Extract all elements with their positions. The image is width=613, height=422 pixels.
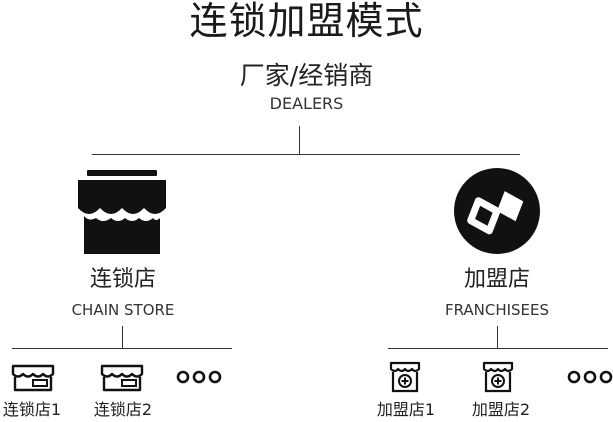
more-dots-icon (176, 370, 222, 384)
root-connector-vertical (299, 126, 300, 154)
store-small-icon (99, 363, 145, 393)
chain-store-child-label: 连锁店2 (93, 400, 153, 419)
franchisee-child-label: 加盟店1 (376, 400, 436, 419)
root-connector-horizontal (92, 154, 520, 155)
franchise-shop-icon (481, 360, 515, 394)
branch-chain-store-label-en: CHAIN STORE (71, 301, 175, 319)
chain-store-connector-horizontal (12, 348, 232, 349)
chain-store-connector-vertical (122, 326, 123, 348)
branch-franchisees-label-en: FRANCHISEES (444, 301, 550, 319)
franchisees-connector-vertical (497, 326, 498, 348)
branch-chain-store-label-zh: 连锁店 (89, 267, 156, 292)
storefront-awning-icon (76, 170, 168, 256)
more-dots-icon (567, 370, 613, 384)
store-small-icon (10, 363, 56, 393)
franchise-logo-icon (453, 167, 541, 255)
diagram-title: 连锁加盟模式 (189, 0, 424, 43)
franchisees-connector-horizontal (388, 348, 608, 349)
chain-store-child-label: 连锁店1 (2, 400, 62, 419)
franchisee-child-label: 加盟店2 (471, 400, 531, 419)
root-node-label-zh: 厂家/经销商 (239, 61, 374, 90)
branch-franchisees-label-zh: 加盟店 (463, 267, 530, 292)
franchise-shop-icon (388, 360, 422, 394)
root-node-label-en: DEALERS (269, 94, 344, 113)
